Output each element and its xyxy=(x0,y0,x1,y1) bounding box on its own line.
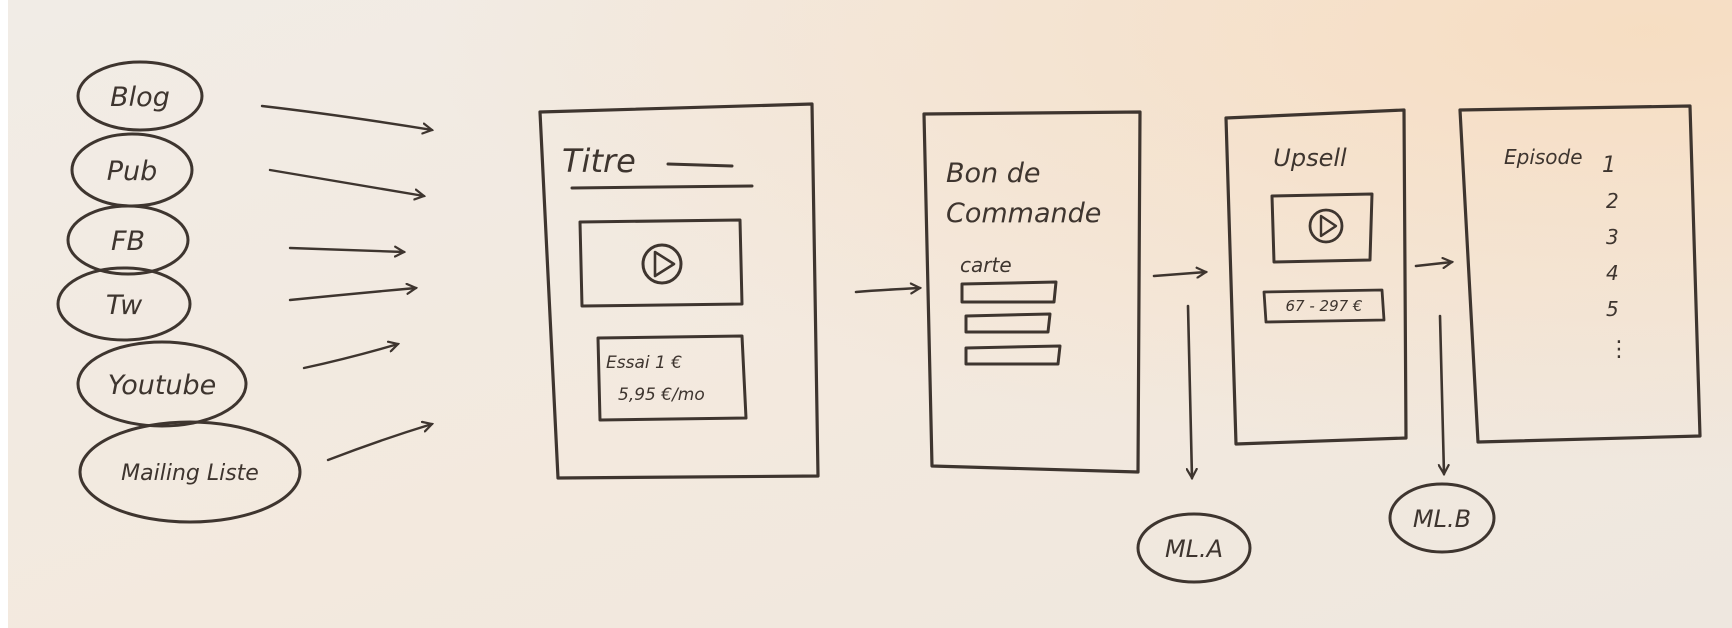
traffic-sources: Blog Pub FB Tw Youtube Mailing Liste xyxy=(56,60,302,524)
arrow-tw xyxy=(288,288,416,302)
order-form: Bon de Commande carte xyxy=(922,110,1142,474)
title-underline xyxy=(570,184,754,190)
source-youtube: Youtube xyxy=(76,340,248,428)
source-label: FB xyxy=(111,226,145,257)
episode-number: 5 xyxy=(1606,297,1619,321)
episodes-page: Episode 1 2 3 4 5 ⋮ xyxy=(1458,104,1702,444)
card-field xyxy=(964,312,1052,334)
upsell-page: Upsell 67 - 297 € xyxy=(1224,108,1408,446)
mailing-list-b: ML.B xyxy=(1388,482,1496,554)
ml-b-label: ML.B xyxy=(1413,505,1471,533)
landing-title: Titre xyxy=(562,142,636,180)
arrow-to-order-form xyxy=(854,288,920,292)
offer-line1: Essai 1 € xyxy=(606,353,682,373)
source-label: Youtube xyxy=(108,370,217,401)
source-pub: Pub xyxy=(70,132,194,208)
arrow-to-episodes xyxy=(1414,262,1452,266)
board-edge-shadow xyxy=(0,0,8,628)
order-title-line2: Commande xyxy=(946,198,1101,229)
source-label: Tw xyxy=(106,290,143,321)
upsell-video xyxy=(1270,192,1374,264)
episode-more: ⋮ xyxy=(1608,337,1630,362)
arrow-youtube xyxy=(302,344,398,370)
ml-a-label: ML.A xyxy=(1165,535,1223,563)
arrow-pub xyxy=(268,168,424,196)
play-icon xyxy=(1308,208,1344,244)
card-field xyxy=(960,280,1058,304)
arrow-fb xyxy=(288,248,404,252)
source-label: Mailing Liste xyxy=(121,461,259,486)
offer-line2: 5,95 €/mo xyxy=(618,385,705,405)
arrow-to-ml-a xyxy=(1188,304,1192,478)
arrow-blog xyxy=(260,104,432,130)
upsell-price-badge: 67 - 297 € xyxy=(1262,288,1386,324)
order-title-line1: Bon de xyxy=(946,158,1041,189)
source-mailing-liste: Mailing Liste xyxy=(78,420,302,524)
episode-number: 2 xyxy=(1606,189,1619,213)
mailing-list-a: ML.A xyxy=(1136,512,1252,584)
arrow-to-upsell xyxy=(1152,272,1206,276)
card-field xyxy=(964,344,1062,366)
source-label: Blog xyxy=(110,82,170,113)
source-label: Pub xyxy=(107,156,158,187)
source-fb: FB xyxy=(66,204,190,276)
arrow-to-ml-b xyxy=(1440,314,1444,474)
upsell-title: Upsell xyxy=(1273,144,1347,172)
source-arrows xyxy=(260,104,432,462)
landing-page: Titre Essai 1 € 5,95 €/mo xyxy=(538,102,820,480)
episode-number: 3 xyxy=(1606,225,1619,249)
source-blog: Blog xyxy=(76,60,204,132)
card-label: carte xyxy=(960,253,1012,277)
episode-label: Episode xyxy=(1504,145,1583,169)
play-triangle-icon xyxy=(1319,214,1338,238)
episode-number: 4 xyxy=(1606,261,1619,285)
video-player xyxy=(578,218,744,308)
episode-number: 1 xyxy=(1602,153,1616,178)
upsell-price: 67 - 297 € xyxy=(1286,297,1363,315)
play-triangle-icon xyxy=(653,250,676,278)
source-tw: Tw xyxy=(56,266,192,342)
arrow-mailing xyxy=(326,424,432,462)
offer-box: Essai 1 € 5,95 €/mo xyxy=(596,334,748,422)
title-dash xyxy=(666,162,734,168)
play-icon xyxy=(641,243,683,285)
